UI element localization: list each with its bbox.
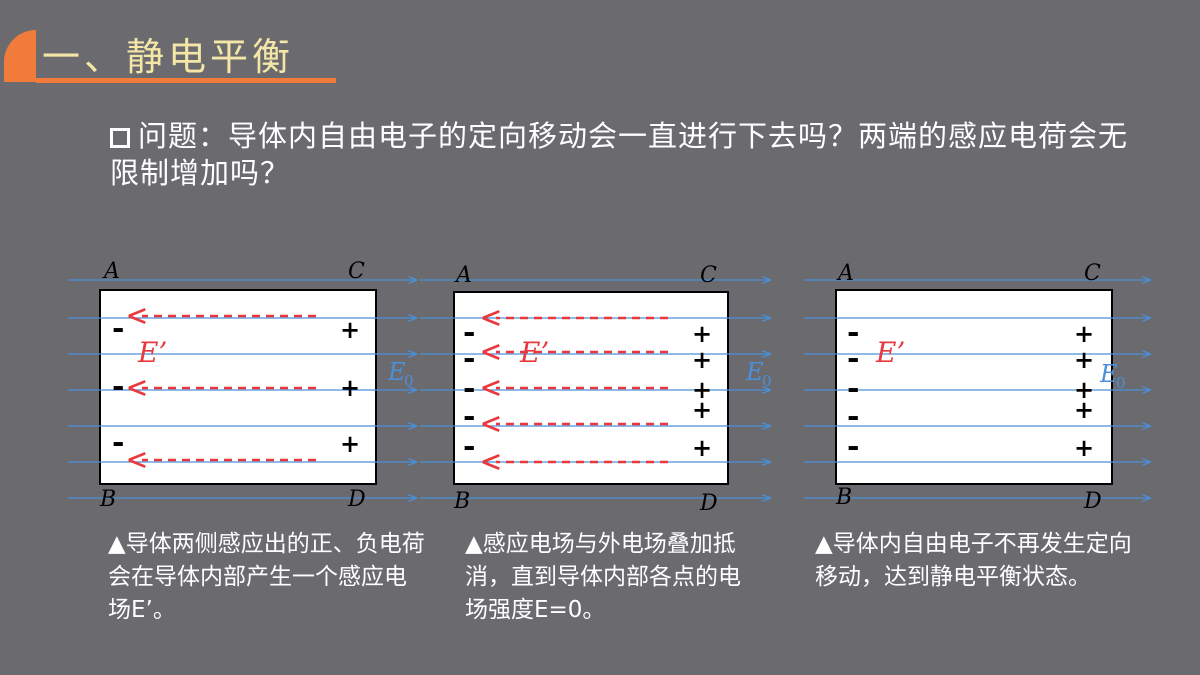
conductor-box-1 xyxy=(99,289,377,485)
page-title: 一、静电平衡 xyxy=(42,35,295,79)
external-field-label: E xyxy=(1099,360,1118,388)
corner-label-a: A xyxy=(454,263,472,288)
corner-label-d: D xyxy=(1083,489,1102,514)
title-decoration xyxy=(4,30,36,82)
positive-charge: + xyxy=(1074,395,1094,424)
corner-label-d: D xyxy=(347,487,366,512)
positive-charge: + xyxy=(1074,375,1094,404)
external-field-label: E xyxy=(387,358,406,386)
induced-field-label: E’ xyxy=(875,336,905,369)
positive-charge: + xyxy=(692,433,712,462)
negative-charge: - xyxy=(463,315,475,350)
induced-field-label: E’ xyxy=(519,336,549,369)
caption-2: ▲感应电场与外电场叠加抵消，直到导体内部各点的电场强度E=0。 xyxy=(465,531,741,623)
positive-charge: + xyxy=(1074,345,1094,374)
title-underline xyxy=(36,78,336,83)
positive-charge: + xyxy=(692,345,712,374)
positive-charge: + xyxy=(1074,433,1094,462)
caption-3: ▲导体内自由电子不再发生定向移动，达到静电平衡状态。 xyxy=(815,531,1132,590)
negative-charge: - xyxy=(463,429,475,464)
corner-label-c: C xyxy=(348,259,365,284)
positive-charge: + xyxy=(1074,319,1094,348)
negative-charge: - xyxy=(112,369,124,404)
checkbox-icon xyxy=(110,128,130,148)
corner-label-b: B xyxy=(453,489,470,514)
corner-label-c: C xyxy=(700,263,717,288)
positive-charge: + xyxy=(692,319,712,348)
negative-charge: - xyxy=(847,315,859,350)
negative-charge: - xyxy=(847,399,859,434)
external-field-subscript: 0 xyxy=(762,372,772,390)
conductor-box-2 xyxy=(453,291,729,485)
corner-label-b: B xyxy=(99,487,116,512)
positive-charge: + xyxy=(340,315,360,344)
negative-charge: - xyxy=(463,371,475,406)
negative-charge: - xyxy=(112,425,124,460)
question-content: 问题：导体内自由电子的定向移动会一直进行下去吗？两端的感应电荷会无限制增加吗？ xyxy=(110,119,1129,190)
induced-field-label: E’ xyxy=(137,336,167,369)
corner-label-c: C xyxy=(1084,261,1101,286)
negative-charge: - xyxy=(463,399,475,434)
corner-label-b: B xyxy=(835,485,852,510)
external-field-subscript: 0 xyxy=(1116,374,1126,392)
negative-charge: - xyxy=(112,311,124,346)
question-text: 问题：导体内自由电子的定向移动会一直进行下去吗？两端的感应电荷会无限制增加吗？ xyxy=(110,118,1130,192)
corner-label-a: A xyxy=(102,259,120,284)
conductor-box-3 xyxy=(835,289,1113,485)
caption-1: ▲导体两侧感应出的正、负电荷会在导体内部产生一个感应电场E’。 xyxy=(108,531,425,623)
negative-charge: - xyxy=(463,341,475,376)
corner-label-a: A xyxy=(836,261,854,286)
external-field-label: E xyxy=(745,358,764,386)
negative-charge: - xyxy=(847,429,859,464)
negative-charge: - xyxy=(847,371,859,406)
positive-charge: + xyxy=(340,429,360,458)
external-field-subscript: 0 xyxy=(404,372,414,390)
positive-charge: + xyxy=(692,375,712,404)
negative-charge: - xyxy=(847,341,859,376)
positive-charge: + xyxy=(692,395,712,424)
positive-charge: + xyxy=(340,373,360,402)
corner-label-d: D xyxy=(699,491,718,516)
